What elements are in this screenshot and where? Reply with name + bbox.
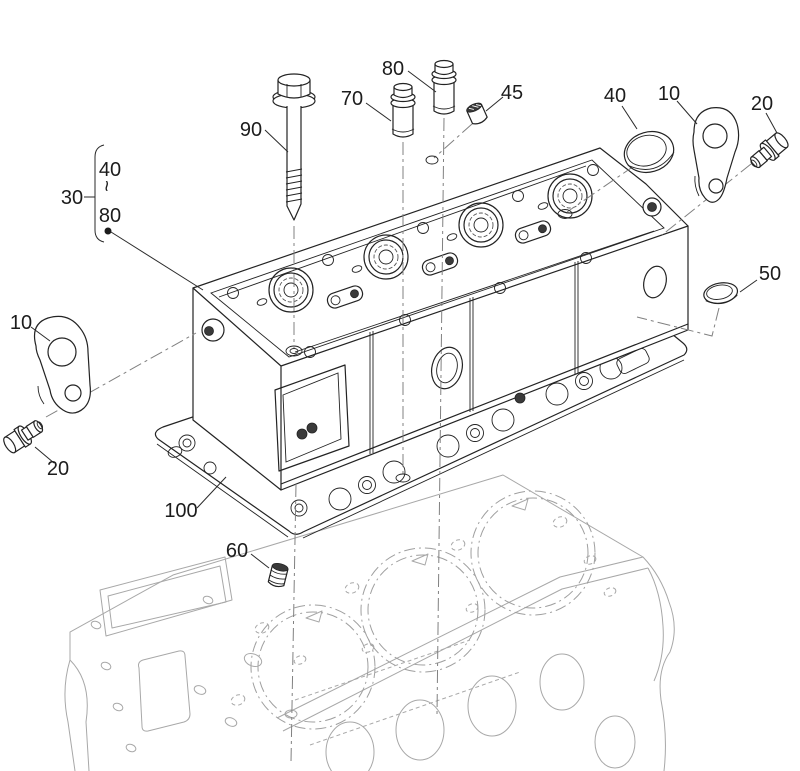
callout-20-left[interactable]: 20 [47,458,69,480]
callout-50[interactable]: 50 [759,263,781,285]
assembly-bracket-group: 30 40 ~ 80 [61,144,121,243]
callout-40[interactable]: 40 [604,85,626,107]
set-screw-drawing [267,562,289,588]
cylinder-head-drawing [192,147,689,491]
pedestal-bosses [326,220,552,309]
engine-block-drawing [64,474,675,771]
engine-hanger-right-drawing [692,106,740,203]
callout-70[interactable]: 70 [341,88,363,110]
adapter-left-drawing [3,420,44,454]
bracket-dot [104,227,112,235]
leader-lines [30,70,778,569]
valve-guide-front-drawing [390,82,416,138]
callout-10-right[interactable]: 10 [658,83,680,105]
callouts: 90 70 80 45 40 10 20 50 10 20 100 60 30 … [10,58,781,562]
rim-bolt-holes [227,164,599,358]
callout-60[interactable]: 60 [226,540,248,562]
callout-90[interactable]: 90 [240,119,262,141]
callout-30[interactable]: 30 [61,187,83,209]
cup-plug-top-drawing [623,130,675,174]
adapter-right-drawing [750,132,789,169]
callout-80[interactable]: 80 [382,58,404,80]
callout-range-tilde: ~ [95,180,117,192]
callout-100[interactable]: 100 [164,500,197,522]
engine-hanger-left-drawing [33,315,91,414]
threaded-bores [268,173,593,313]
cup-plug-side-drawing [703,282,739,305]
callout-range-end[interactable]: 80 [99,205,121,227]
callout-20-right[interactable]: 20 [751,93,773,115]
callout-range-start[interactable]: 40 [99,159,121,181]
bracket [94,144,105,243]
callout-10-left[interactable]: 10 [10,312,32,334]
head-bolt-drawing [272,73,316,221]
plug-45-drawing [466,102,488,125]
callout-45[interactable]: 45 [501,82,523,104]
valve-guide-rear-drawing [431,59,457,115]
